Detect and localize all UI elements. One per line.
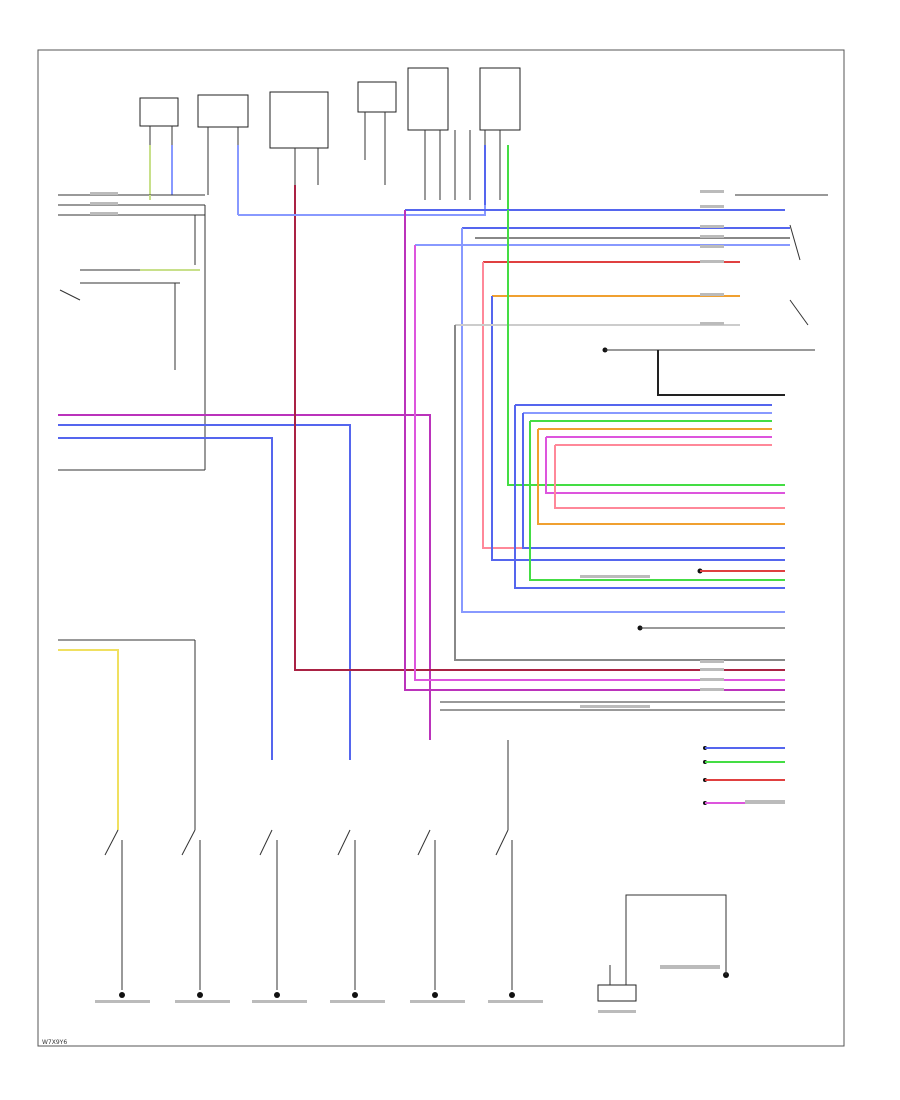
seat-switch-2	[181, 829, 201, 990]
lower-right-connector	[440, 701, 785, 805]
buzzer	[597, 894, 727, 1002]
seat-switch-3	[259, 829, 278, 990]
seat-switch-4	[337, 829, 356, 990]
seat-switch-6	[495, 740, 513, 990]
footer-code: W7X9Y6	[42, 1039, 67, 1046]
top-component-4	[357, 81, 397, 185]
top-connector-group	[407, 67, 521, 200]
diagram-frame	[37, 49, 845, 1047]
top-component-3	[269, 91, 329, 210]
ground-symbols	[119, 972, 729, 998]
top-component-1	[139, 97, 179, 195]
right-switch	[735, 194, 828, 326]
top-component-2	[197, 94, 249, 195]
ground-connector-upper	[602, 347, 815, 396]
seat-switch-5	[417, 829, 436, 990]
seat-switch-1	[104, 829, 123, 990]
wire-labels	[90, 190, 785, 1013]
left-switch	[58, 194, 206, 471]
